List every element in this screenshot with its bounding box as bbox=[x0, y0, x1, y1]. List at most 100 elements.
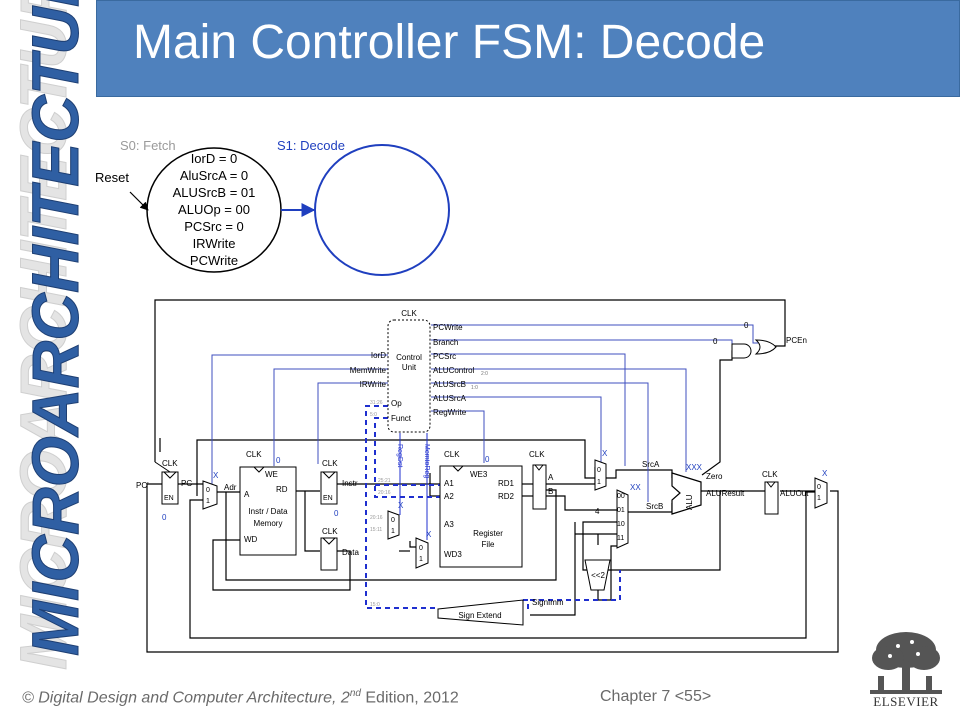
decode-state bbox=[314, 144, 450, 276]
memory-a: A bbox=[244, 490, 250, 499]
pc-prime-label: PC' bbox=[136, 481, 149, 490]
irwrite-value: 0 bbox=[334, 509, 339, 518]
bit-field-rt: 20:16 bbox=[378, 490, 391, 496]
datapath-wires bbox=[146, 299, 839, 653]
fetch-output: IorD = 0 bbox=[191, 151, 238, 166]
sign-extend bbox=[437, 599, 524, 626]
srcb-label: SrcB bbox=[646, 502, 663, 511]
pcsrc-mux-in1: 1 bbox=[817, 495, 821, 502]
iord-signal: IorD bbox=[371, 351, 386, 360]
memory-clk: CLK bbox=[246, 450, 262, 459]
bit-fields: 31:26 5:0 25:21 20:16 20:16 15:11 15:0 bbox=[370, 400, 391, 608]
slide-title: Main Controller FSM: Decode bbox=[133, 16, 766, 69]
fetch-output: PCSrc = 0 bbox=[184, 219, 244, 234]
memory-wd: WD bbox=[244, 535, 258, 544]
alusrcb-dont-care: XX bbox=[630, 483, 641, 492]
copyright-symbol: © bbox=[22, 689, 34, 707]
regfile-wd3: WD3 bbox=[444, 550, 462, 559]
regfile-label: File bbox=[482, 540, 495, 549]
vertical-control-wires bbox=[399, 433, 428, 540]
bit-field-rt: 20:16 bbox=[370, 515, 383, 521]
fetch-output: ALUSrcB = 01 bbox=[173, 185, 256, 200]
control-unit-label: Control bbox=[396, 353, 422, 362]
srca-mux-in0: 0 bbox=[597, 467, 601, 474]
pc-label: PC bbox=[181, 479, 192, 488]
memtoreg-signal: MemtoReg bbox=[423, 444, 430, 478]
fetch-output: AluSrcA = 0 bbox=[180, 168, 248, 183]
a-register bbox=[532, 464, 547, 510]
instr-clk: CLK bbox=[322, 459, 338, 468]
book-edition: Edition, 2012 bbox=[360, 689, 459, 707]
control-op: Op bbox=[391, 399, 402, 408]
control-outputs: PCWrite Branch PCSrc ALUControl 2:0 ALUS… bbox=[350, 323, 488, 417]
signimm-label: SignImm bbox=[532, 598, 564, 607]
regfile-clk: CLK bbox=[444, 450, 460, 459]
alucontrol-dont-care: XXX bbox=[686, 463, 703, 472]
footer-chapter: Chapter 7 <55> bbox=[600, 688, 712, 705]
srcb-mux-in00: 00 bbox=[617, 493, 625, 500]
regdst-mux-in1: 1 bbox=[391, 528, 395, 535]
memory-label: Memory bbox=[254, 519, 283, 528]
regdst-dont-care: X bbox=[398, 501, 404, 510]
book-sup: nd bbox=[349, 688, 361, 699]
a-label: A bbox=[548, 473, 554, 482]
and-gate bbox=[731, 343, 752, 359]
regfile-label: Register bbox=[473, 529, 503, 538]
fetch-output: ALUOp = 00 bbox=[178, 202, 250, 217]
memwrite-value: 0 bbox=[276, 456, 281, 465]
aluresult-label: ALUResult bbox=[706, 489, 745, 498]
title-bar: Main Controller FSM: Decode bbox=[96, 0, 960, 97]
fetch-state-outputs: IorD = 0 AluSrcA = 0 ALUSrcB = 01 ALUOp … bbox=[173, 151, 256, 268]
aluout-clk: CLK bbox=[762, 470, 778, 479]
alucontrol-bits: 2:0 bbox=[481, 371, 488, 377]
memwrite-signal: MemWrite bbox=[350, 366, 387, 375]
iord-dont-care: X bbox=[213, 471, 219, 480]
bit-field-rs: 25:21 bbox=[378, 478, 391, 484]
pcsrc-signal: PCSrc bbox=[433, 352, 456, 361]
memtoreg-mux-in0: 0 bbox=[419, 545, 423, 552]
or-gate bbox=[754, 339, 777, 355]
side-brand-shadow: MICROARCHITECTURE bbox=[6, 0, 80, 670]
alusrca-dont-care: X bbox=[602, 449, 608, 458]
regfile-we3: WE3 bbox=[470, 470, 488, 479]
instr-label: Instr bbox=[342, 479, 358, 488]
irwrite-signal: IRWrite bbox=[360, 380, 387, 389]
footer-citation: © Digital Design and Computer Architectu… bbox=[22, 688, 459, 707]
reset-label: Reset bbox=[95, 170, 129, 185]
alu bbox=[671, 472, 702, 515]
pc-clk: CLK bbox=[162, 459, 178, 468]
pcwrite-signal: PCWrite bbox=[433, 323, 463, 332]
pc-en: EN bbox=[164, 495, 174, 502]
active-decode-paths bbox=[365, 405, 621, 612]
branch-signal: Branch bbox=[433, 338, 458, 347]
instr-register bbox=[320, 471, 338, 505]
branch-value: 0 bbox=[744, 321, 749, 330]
memtoreg-dont-care: X bbox=[426, 530, 432, 539]
srca-label: SrcA bbox=[642, 460, 660, 469]
memory-label: Instr / Data bbox=[248, 507, 288, 516]
srcb-mux bbox=[616, 489, 629, 549]
side-brand: MICROARCHITECTURE MICROARCHITECTURE bbox=[6, 0, 93, 671]
alu-label: ALU bbox=[685, 494, 694, 510]
regfile-rd2: RD2 bbox=[498, 492, 515, 501]
pcsrc-mux-in0: 0 bbox=[817, 484, 821, 491]
regwrite-signal: RegWrite bbox=[433, 408, 467, 417]
fetch-output: IRWrite bbox=[193, 236, 236, 251]
constant-four: 4 bbox=[595, 507, 600, 516]
b-label: B bbox=[548, 487, 553, 496]
ab-clk: CLK bbox=[529, 450, 545, 459]
bit-field-rd: 15:11 bbox=[370, 527, 382, 533]
pcsrc-mux bbox=[814, 477, 828, 509]
srca-mux bbox=[594, 459, 607, 491]
adr-label: Adr bbox=[224, 483, 237, 492]
reset-arrow bbox=[129, 191, 149, 211]
decode-state-label: S1: Decode bbox=[277, 138, 345, 153]
regfile-a1: A1 bbox=[444, 479, 454, 488]
shift-label: <<2 bbox=[591, 571, 605, 580]
alucontrol-signal: ALUControl bbox=[433, 366, 475, 375]
bit-field-imm: 15:0 bbox=[370, 602, 380, 608]
data-label: Data bbox=[342, 548, 359, 557]
alusrcb-signal: ALUSrcB bbox=[433, 380, 466, 389]
aluout-label: ALUOut bbox=[780, 489, 809, 498]
bit-field-funct: 5:0 bbox=[370, 412, 377, 418]
